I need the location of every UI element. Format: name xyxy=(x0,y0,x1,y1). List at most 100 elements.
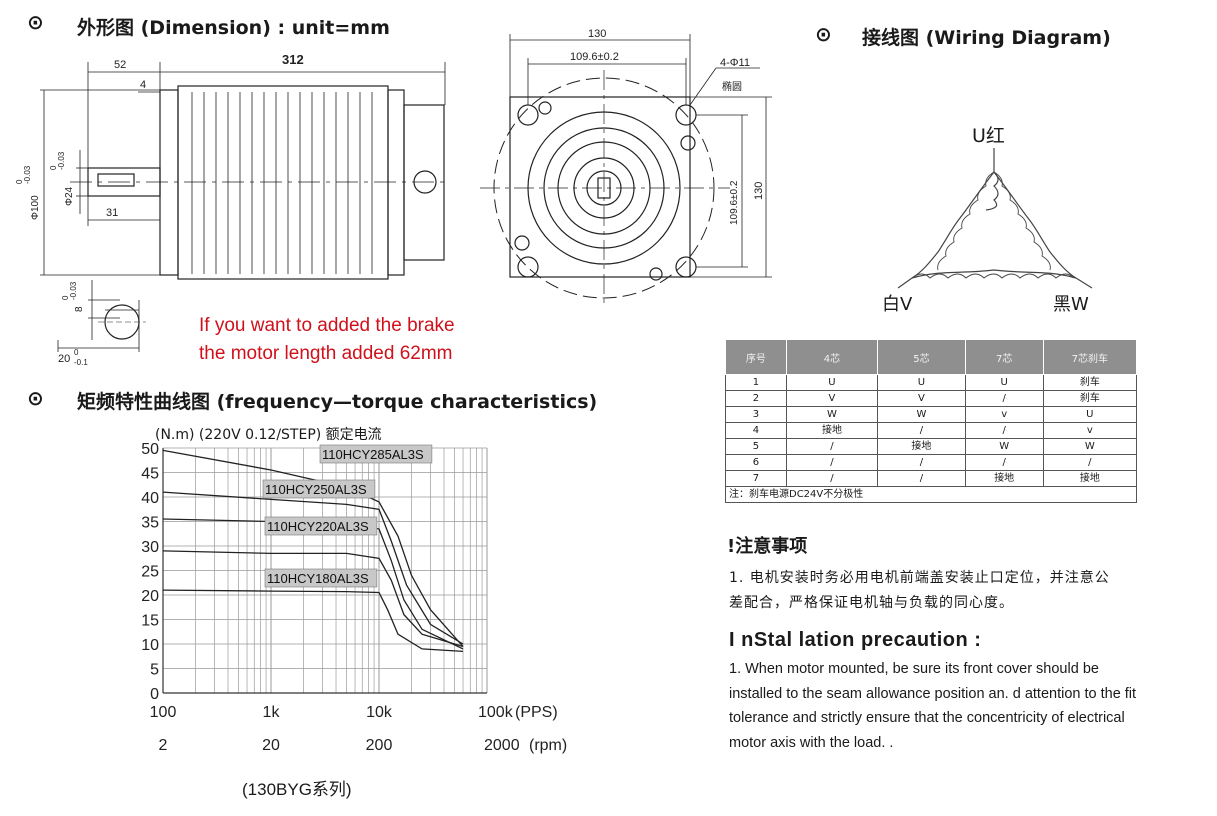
table-cell: / xyxy=(1042,454,1138,471)
wiring-w-label: 黑W xyxy=(1053,294,1089,315)
table-note-row: 注：刹车电源DC24V不分极性 xyxy=(725,486,1137,503)
x-tick-label-rpm: 200 xyxy=(366,737,393,754)
series-line xyxy=(162,550,464,648)
table-cell: W xyxy=(785,406,879,423)
dimension-drawing: 312 52 4 31 Φ100 0 -0.03 Φ24 0 -0.03 8 0… xyxy=(15,28,772,367)
dim-phi24-tol-bot: -0.03 xyxy=(57,151,66,170)
dim-phi24: Φ24 xyxy=(64,186,75,206)
table-cell: 3 xyxy=(725,406,787,423)
x-tick-label-rpm: 2 xyxy=(159,737,168,754)
table-header-row: 序号 4芯 5芯 7芯 7芯刹车 xyxy=(725,339,1138,375)
precaution-cn-text: 1. 电机安装时务必用电机前端盖安装止口定位，并注意公 差配合，严格保证电机轴与… xyxy=(729,566,1110,616)
series-line xyxy=(162,449,464,647)
series-label-box xyxy=(319,444,433,464)
key-20-tol-bot: -0.1 xyxy=(74,358,88,367)
table-cell: V xyxy=(785,390,879,407)
series-label: 110HCY285AL3S xyxy=(322,447,424,462)
table-cell: 7 xyxy=(725,470,787,487)
table-cell: W xyxy=(964,438,1044,455)
x-tick-label-pps: 100k xyxy=(478,704,514,721)
x-tick-label-pps: 100 xyxy=(150,704,177,721)
dim-4: 4 xyxy=(140,79,146,91)
precaution-en-line1: 1. When motor mounted, be sure its front… xyxy=(729,661,1099,677)
table-cell: / xyxy=(877,422,966,439)
table-cell: 接地 xyxy=(877,438,966,455)
table-header-cell: 序号 xyxy=(725,339,787,375)
y-tick-label: 50 xyxy=(141,441,159,458)
key-8: 8 xyxy=(74,306,85,312)
series-label-box xyxy=(264,568,378,588)
x-axis-label-rpm: (rpm) xyxy=(529,737,567,754)
x-tick-label-pps: 1k xyxy=(263,704,281,721)
table-cell: W xyxy=(877,406,966,423)
table-cell: 刹车 xyxy=(1042,390,1138,407)
dim-phi100: Φ100 xyxy=(30,195,41,220)
table-cell: W xyxy=(1042,438,1138,455)
table-cell: 接地 xyxy=(1042,470,1138,487)
dim-phi24-tol-top: 0 xyxy=(49,165,58,170)
series-label-box xyxy=(262,479,376,499)
table-header-cell: 4芯 xyxy=(785,339,879,375)
table-cell: U xyxy=(1042,406,1138,423)
table-cell: / xyxy=(785,438,879,455)
x-tick-label-rpm: 20 xyxy=(262,737,280,754)
table-cell: 5 xyxy=(725,438,787,455)
front-oval: 椭圆 xyxy=(722,80,742,93)
front-4phi11: 4-Φ11 xyxy=(720,57,750,69)
front-dim-130-side: 130 xyxy=(753,182,765,200)
x-tick-label-pps: 10k xyxy=(366,704,393,721)
table-cell: / xyxy=(877,454,966,471)
dim-phi100-tol-bot: -0.03 xyxy=(23,165,32,184)
table-cell: v xyxy=(1042,422,1138,439)
table-cell: / xyxy=(964,422,1044,439)
x-tick-label-rpm: 2000 xyxy=(484,737,520,754)
precaution-en-line4: motor axis with the load. . xyxy=(729,734,894,751)
table-row: 6//// xyxy=(725,454,1138,471)
wiring-v-label: 白V xyxy=(882,294,913,315)
table-cell: 接地 xyxy=(785,422,879,439)
series-label: 110HCY180AL3S xyxy=(267,571,369,586)
table-cell: / xyxy=(964,454,1044,471)
table-cell: / xyxy=(877,470,966,487)
table-cell: v xyxy=(964,406,1044,423)
wiring-bullet-icon: ⊙ xyxy=(815,22,832,46)
dim-phi100-tol-top: 0 xyxy=(15,179,24,184)
key-8-tol-top: 0 xyxy=(61,295,70,300)
section-bullet-icon: ⊙ xyxy=(27,10,44,34)
precaution-cn-line2: 差配合，严格保证电机轴与负载的同心度。 xyxy=(729,595,1014,611)
series-line xyxy=(162,491,464,645)
y-tick-label: 15 xyxy=(141,613,159,630)
y-tick-label: 5 xyxy=(150,662,159,679)
torque-title: 矩频特性曲线图 (frequency—torque characteristic… xyxy=(77,391,598,413)
precaution-en-text: 1. When motor mounted, be sure its front… xyxy=(729,657,1136,755)
front-dim-130: 130 xyxy=(588,28,606,40)
y-tick-label: 40 xyxy=(141,490,159,507)
table-header-cell: 7芯 xyxy=(964,339,1044,375)
brake-note: If you want to added the brake the motor… xyxy=(199,312,455,368)
dim-312: 312 xyxy=(282,52,304,67)
series-line xyxy=(162,589,464,653)
series-text: (130BYG系列) xyxy=(242,780,352,799)
dim-52: 52 xyxy=(114,59,126,71)
brake-note-line2: the motor length added 62mm xyxy=(199,343,453,364)
wiring-delta-diagram xyxy=(897,148,1093,289)
wiring-u-label: U红 xyxy=(972,125,1005,147)
brake-note-line1: If you want to added the brake xyxy=(199,315,455,336)
precaution-en-line2: installed to the seam allowance position… xyxy=(729,685,1137,702)
precaution-cn-line1: 1. 电机安装时务必用电机前端盖安装止口定位，并注意公 xyxy=(729,570,1110,586)
y-tick-label: 30 xyxy=(141,539,159,556)
table-cell: / xyxy=(785,470,879,487)
torque-bullet-icon: ⊙ xyxy=(27,386,44,410)
x-axis-label-pps: (PPS) xyxy=(515,704,558,721)
table-header-cell: 5芯 xyxy=(877,339,966,375)
table-cell: V xyxy=(877,390,966,407)
y-tick-label: 35 xyxy=(141,515,159,532)
precaution-en-line3: tolerance and strictly ensure that the c… xyxy=(729,710,1125,726)
